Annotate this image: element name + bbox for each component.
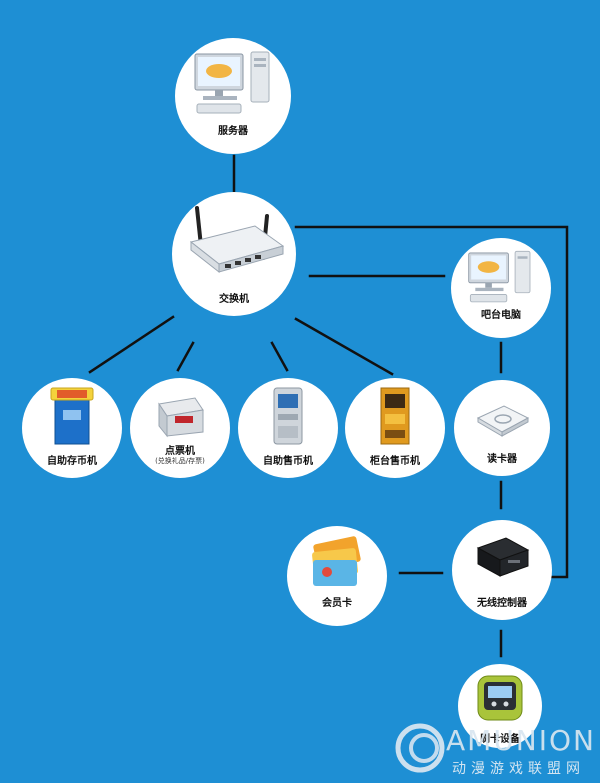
counter-coin-machine-icon (380, 387, 410, 445)
watermark-brand: AMUNION (446, 724, 596, 757)
line-switch-seller (270, 341, 289, 372)
card-reader-icon (476, 405, 530, 437)
wireless-controller-node[interactable]: 无线控制器 (452, 520, 552, 620)
swipe-device-node[interactable]: 刷卡设备 (458, 664, 542, 748)
line-switch-controller (294, 225, 569, 579)
line-switch-storage (88, 315, 175, 374)
wireless-controller-box-icon (476, 537, 530, 577)
bar-pc-computer-icon (468, 250, 531, 303)
line-switch-ticket (176, 341, 195, 372)
ticket-counter-sublabel: (兑换礼品/存票) (155, 457, 205, 465)
self-coin-seller-node[interactable]: 自助售币机 (238, 378, 338, 478)
bar-pc-label: 吧台电脑 (481, 310, 521, 321)
switch-node[interactable]: 交换机 (172, 192, 296, 316)
server-computer-icon (194, 51, 270, 114)
line-switch-counter (294, 317, 394, 376)
switch-label: 交换机 (219, 294, 249, 305)
ticket-counter-machine-icon (158, 397, 204, 438)
amunion-logo-icon (395, 723, 445, 773)
server-label: 服务器 (218, 126, 248, 137)
self-coin-storage-label: 自助存币机 (47, 456, 97, 467)
server-node[interactable]: 服务器 (175, 38, 291, 154)
switch-router-icon (189, 206, 285, 274)
member-card-node[interactable]: 会员卡 (287, 526, 387, 626)
card-reader-label: 读卡器 (487, 454, 517, 465)
member-card-icon (312, 536, 361, 586)
coin-storage-machine-icon (50, 387, 94, 445)
self-coin-storage-node[interactable]: 自助存币机 (22, 378, 122, 478)
counter-coin-seller-label: 柜台售币机 (370, 456, 420, 467)
member-card-label: 会员卡 (322, 598, 352, 609)
card-reader-node[interactable]: 读卡器 (454, 380, 550, 476)
self-coin-seller-label: 自助售币机 (263, 456, 313, 467)
swipe-device-icon (477, 675, 523, 721)
ticket-counter-label: 点票机 (165, 446, 195, 457)
coin-seller-kiosk-icon (273, 387, 303, 445)
wireless-controller-label: 无线控制器 (477, 598, 527, 609)
bar-pc-node[interactable]: 吧台电脑 (451, 238, 551, 338)
watermark-subtitle: 动漫游戏联盟网 (452, 761, 585, 777)
ticket-counter-node[interactable]: 点票机 (兑换礼品/存票) (130, 378, 230, 478)
swipe-device-label: 刷卡设备 (480, 734, 520, 745)
counter-coin-seller-node[interactable]: 柜台售币机 (345, 378, 445, 478)
